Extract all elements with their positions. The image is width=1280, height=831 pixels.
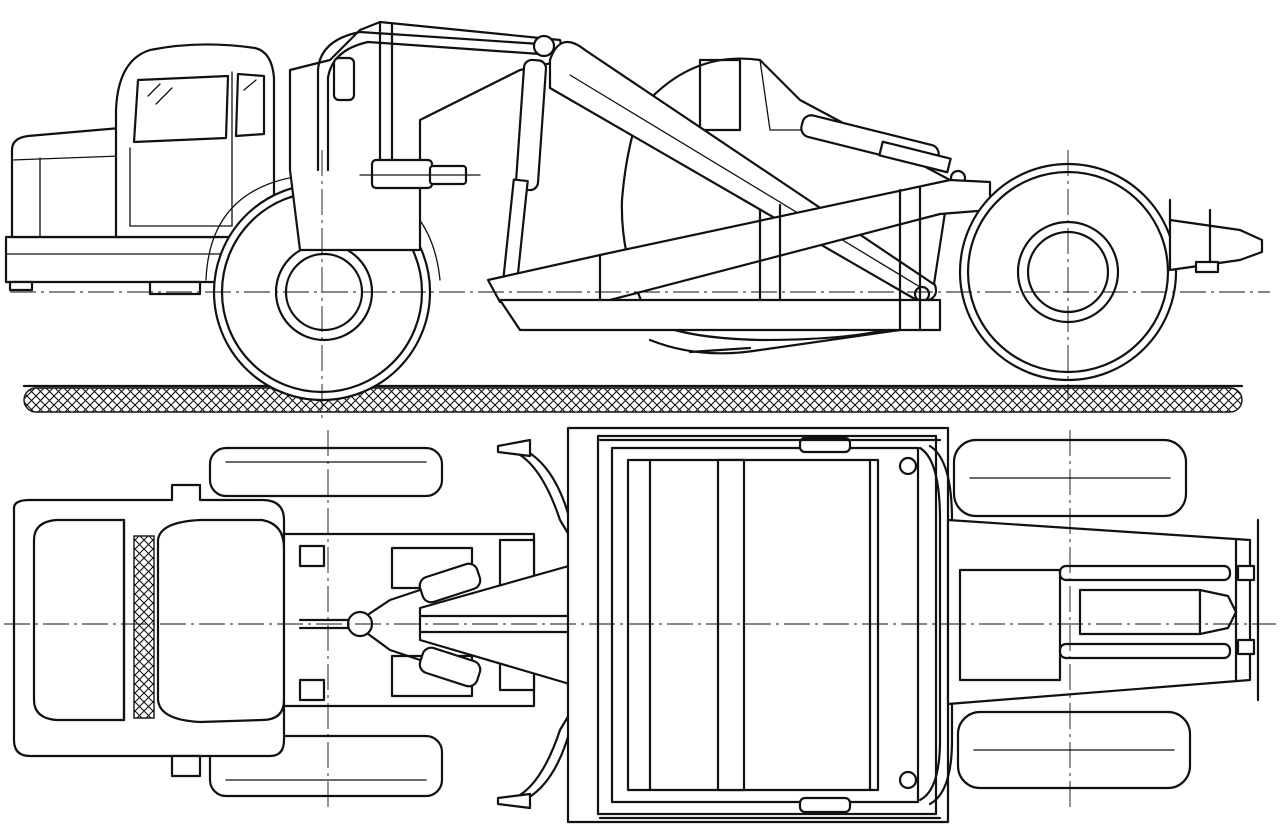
tractor-cab xyxy=(114,43,276,239)
bowl-frame-top xyxy=(566,426,954,824)
ground-strip xyxy=(22,384,1244,413)
tractor-rear-top xyxy=(282,532,536,708)
gooseneck-hydraulics xyxy=(288,20,567,252)
rear-frame-top xyxy=(946,518,1260,706)
tractor-chassis xyxy=(4,235,246,296)
engine-hood xyxy=(10,126,122,239)
side-view xyxy=(4,20,1270,420)
scraper-frame xyxy=(486,178,992,332)
rear-push-block xyxy=(1168,198,1264,274)
top-view xyxy=(4,426,1276,824)
tractor-body-top xyxy=(12,483,286,778)
